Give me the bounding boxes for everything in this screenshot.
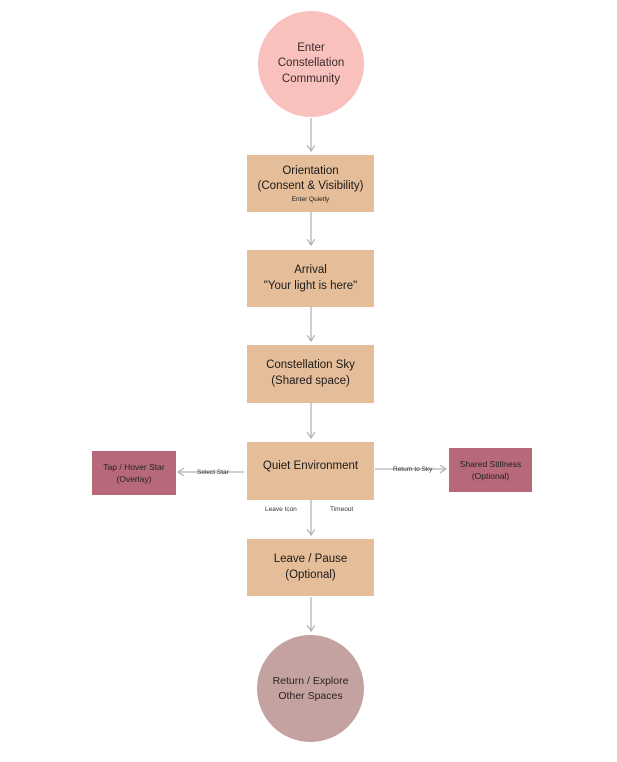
- orientation-subtitle: (Consent & Visibility): [257, 180, 364, 193]
- quiet-title: Quiet Environment: [262, 460, 359, 472]
- edge-label-leave-icon: Leave Icon: [265, 506, 297, 513]
- constellation-sky-node: Constellation Sky (Shared space): [247, 345, 374, 403]
- leave-subtitle: (Optional): [285, 568, 336, 581]
- tap-star-title: Tap / Hover Star: [103, 461, 165, 472]
- leave-pause-node: Leave / Pause (Optional): [247, 539, 374, 596]
- edge-label-timeout: Timeout: [330, 506, 354, 513]
- tap-hover-star-node: Tap / Hover Star (Overlay): [92, 451, 176, 495]
- end-node-line: Other Spaces: [278, 689, 343, 702]
- shared-stillness-node: Shared Stillness (Optional): [449, 448, 532, 492]
- end-node: Return / Explore Other Spaces: [257, 635, 364, 742]
- sky-subtitle: (Shared space): [271, 375, 350, 387]
- quiet-environment-node: Quiet Environment: [247, 442, 374, 500]
- start-node-line: Constellation: [277, 57, 345, 70]
- arrival-quote: "Your light is here": [263, 279, 358, 292]
- edge-label-select-star: Select Star: [197, 469, 229, 476]
- orientation-note: Enter Quietly: [291, 195, 330, 203]
- stillness-subtitle: (Optional): [471, 471, 510, 481]
- arrival-title: Arrival: [294, 263, 327, 276]
- stillness-title: Shared Stillness: [459, 458, 522, 469]
- start-node-line: Community: [281, 72, 341, 85]
- arrival-node: Arrival "Your light is here": [247, 250, 374, 307]
- start-node-line: Enter: [297, 41, 325, 54]
- tap-star-subtitle: (Overlay): [116, 474, 152, 484]
- orientation-title: Orientation: [282, 164, 339, 177]
- leave-title: Leave / Pause: [273, 552, 348, 565]
- sky-title: Constellation Sky: [266, 359, 355, 372]
- start-node: Enter Constellation Community: [258, 11, 364, 117]
- edge-label-return-to-sky: Return to Sky: [393, 466, 433, 473]
- orientation-node: Orientation (Consent & Visibility) Enter…: [247, 155, 374, 212]
- end-node-line: Return / Explore: [272, 675, 349, 688]
